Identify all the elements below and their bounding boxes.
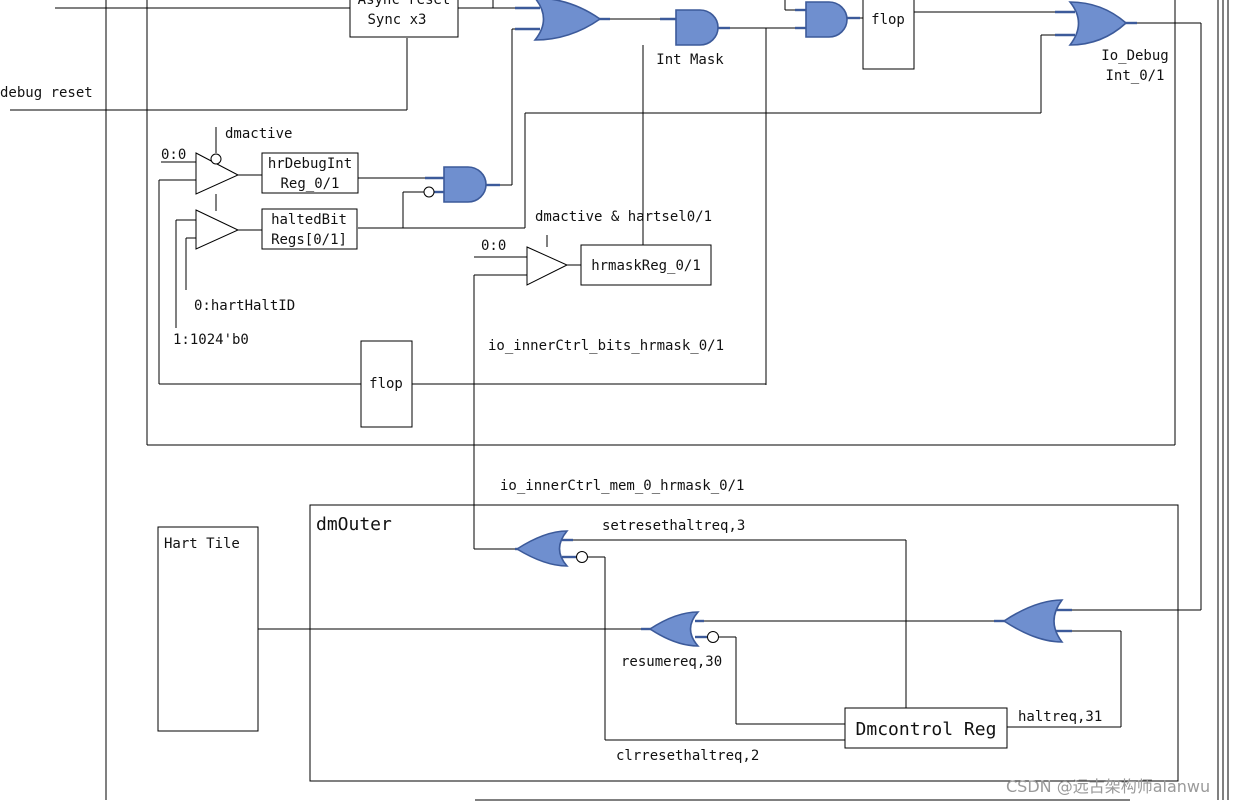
halt-req-label: haltreq,31 <box>1018 709 1102 725</box>
io-inner-ctrl-mem-hrmask-label: io_innerCtrl_mem_0_hrmask_0/1 <box>500 478 744 494</box>
and-gate-hr-debug <box>423 166 500 203</box>
frame-lines <box>105 0 1229 800</box>
dmcontrol-reg-label: Dmcontrol Reg <box>856 719 997 740</box>
top-wires <box>10 0 1201 550</box>
hr-debug-int-reg-label-2: Reg_0/1 <box>280 176 339 192</box>
resume-req-label: resumereq,30 <box>621 654 722 670</box>
dmcontrol-reg-box <box>844 707 1008 749</box>
dmactive-inversion-bubble <box>210 153 222 165</box>
flop-mid-label: flop <box>369 376 403 392</box>
halted-bit-regs-label-1: haltedBit <box>271 212 347 228</box>
io-inner-ctrl-bits-hrmask-label: io_innerCtrl_bits_hrmask_0/1 <box>488 338 724 354</box>
hart-halt-id-label: 0:hartHaltID <box>194 298 295 314</box>
dm-outer-label: dmOuter <box>316 514 392 535</box>
async-reset-sync-box <box>349 0 459 38</box>
io-debug-int-label-2: Int_0/1 <box>1105 68 1164 84</box>
debug-reset-label: debug reset <box>0 85 93 101</box>
halted-bit-regs-box <box>261 208 358 250</box>
clr-reset-halt-req-label: clrresethaltreq,2 <box>616 748 759 764</box>
flop-mid-box <box>360 340 413 428</box>
io-debug-int-label-1: Io_Debug <box>1101 48 1168 64</box>
hr-debug-int-reg-box <box>261 152 359 194</box>
hart-tile-box <box>157 526 259 732</box>
async-reset-sync-label-1: Async reset <box>358 0 451 8</box>
flop-top-label: flop <box>871 12 905 28</box>
zero-fill-label: 1:1024'b0 <box>173 332 249 348</box>
watermark-text: CSDN @远古架构师alanwu <box>1006 777 1210 796</box>
hrmask-mux-buffer <box>526 246 569 286</box>
dmactive-hartsel-label: dmactive & hartsel0/1 <box>535 209 712 225</box>
dmactive-label: dmactive <box>225 126 292 142</box>
async-reset-sync-label-2: Sync x3 <box>367 12 426 28</box>
halted-bit-regs-label-2: Regs[0/1] <box>271 232 347 248</box>
or-gate-halt <box>994 599 1072 643</box>
hart-tile-label: Hart Tile <box>164 536 240 552</box>
or-gate-resume <box>641 611 719 647</box>
or-gate-top <box>515 0 610 41</box>
zero-sel-label-1: 0:0 <box>161 147 186 163</box>
hr-debug-int-reg-label-1: hrDebugInt <box>268 156 352 172</box>
set-reset-halt-req-label: setresethaltreq,3 <box>602 518 745 534</box>
hrmask-reg-box <box>580 244 712 286</box>
hrmask-reg-label: hrmaskReg_0/1 <box>591 258 701 274</box>
or-gate-set-reset-halt <box>515 530 588 567</box>
and-gate-top-right <box>795 1 860 38</box>
int-mask-label: Int Mask <box>656 52 724 68</box>
and-gate-int-mask <box>660 9 730 46</box>
or-gate-io-debug <box>1055 1 1137 46</box>
flop-top-box <box>862 0 915 70</box>
halted-bit-mux-buffer <box>195 209 240 250</box>
bottom-wires <box>247 539 1201 801</box>
zero-sel-label-2: 0:0 <box>481 238 506 254</box>
dm-outer-box <box>309 504 1179 782</box>
